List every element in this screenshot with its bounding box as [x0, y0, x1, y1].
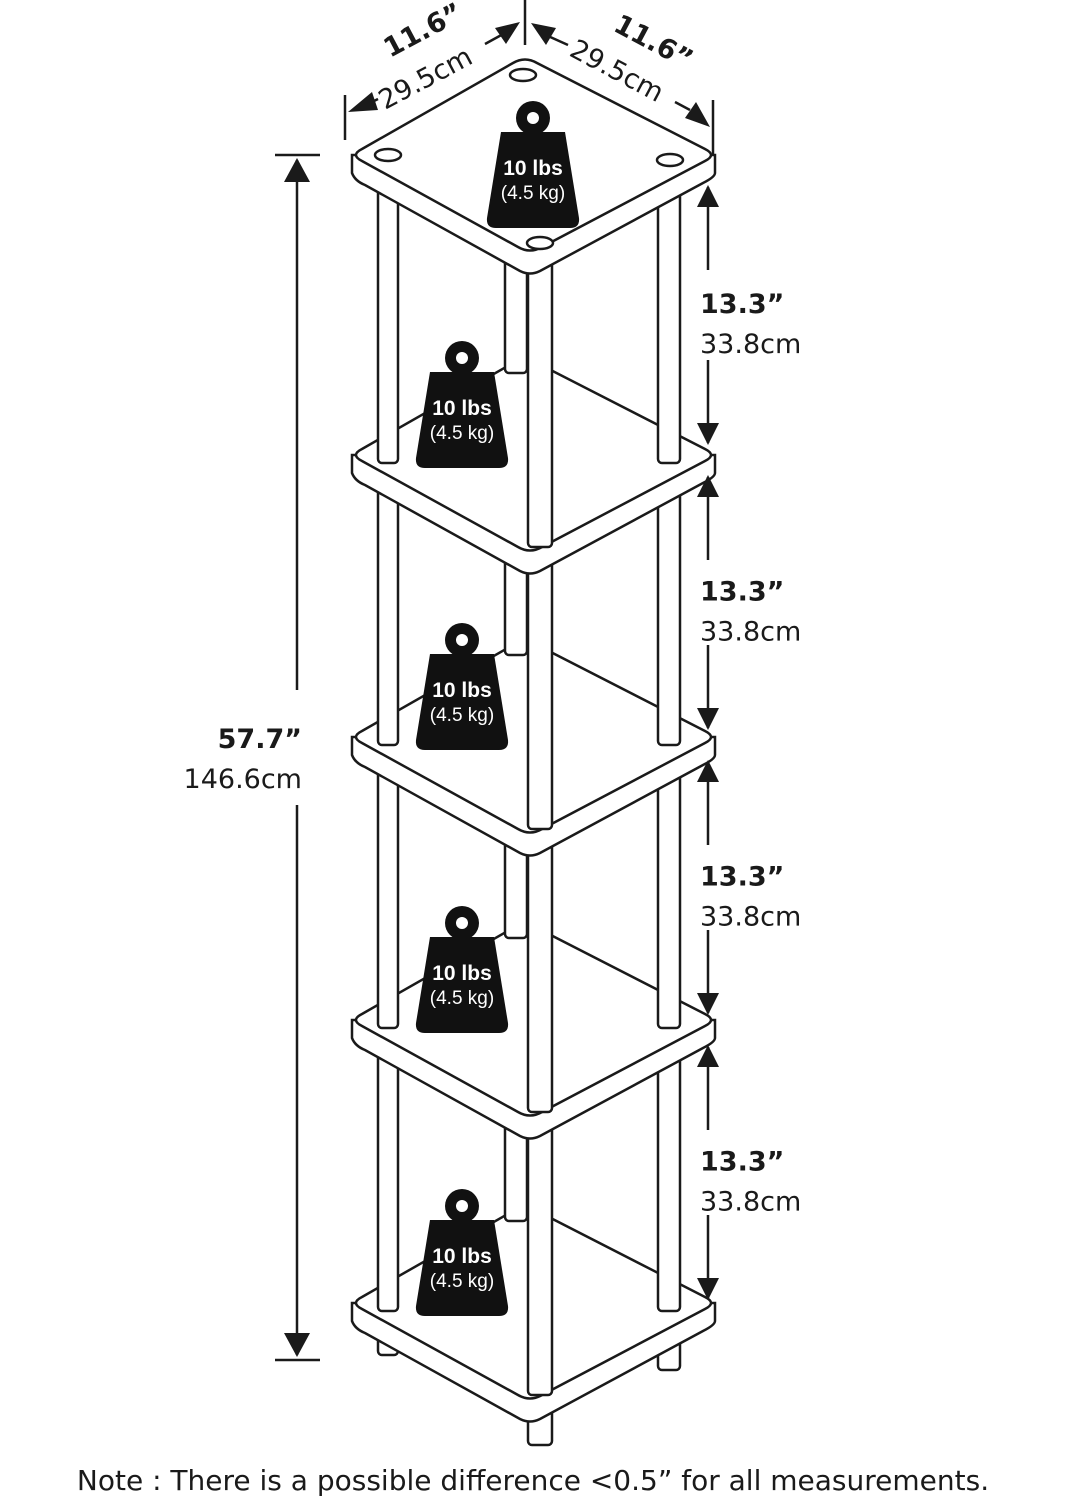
arrowhead-down [697, 1278, 719, 1300]
weight-lbs-label: 10 lbs [503, 157, 563, 180]
arrowhead-left [348, 92, 378, 112]
weight-hole [456, 1200, 468, 1212]
weight-kg-label: (4.5 kg) [430, 1271, 494, 1292]
post-front [526, 830, 554, 1114]
arrowhead-up [284, 158, 310, 182]
weight-icon: 10 lbs (4.5 kg) [415, 1189, 509, 1316]
weight-lbs-label: 10 lbs [432, 962, 492, 985]
arrowhead-up [697, 475, 719, 497]
arrowhead-down [284, 1333, 310, 1357]
post-front [526, 248, 554, 549]
tier-height-cm: 33.8cm [700, 617, 801, 648]
weight-lbs-label: 10 lbs [432, 397, 492, 420]
weight-icon: 10 lbs (4.5 kg) [486, 101, 580, 228]
post-hole [655, 152, 685, 168]
arrowhead-down [697, 708, 719, 730]
weight-icon: 10 lbs (4.5 kg) [415, 623, 509, 750]
arrowhead-right [495, 22, 520, 44]
weight-hole [456, 352, 468, 364]
tier-height-inches: 13.3” [700, 289, 784, 320]
post-hole [373, 147, 403, 163]
weight-body [486, 132, 580, 228]
depth-arrow-right [674, 100, 691, 112]
weight-icon: 10 lbs (4.5 kg) [415, 906, 509, 1033]
arrowhead-left [531, 23, 556, 45]
weight-kg-label: (4.5 kg) [430, 988, 494, 1009]
tier-height-cm: 33.8cm [700, 329, 801, 360]
tier-height-inches: 13.3” [700, 1147, 784, 1178]
arrowhead-down [697, 423, 719, 445]
post-front [526, 1113, 554, 1397]
weight-hole [456, 634, 468, 646]
weight-lbs-label: 10 lbs [432, 679, 492, 702]
weight-body [415, 654, 509, 750]
weight-body [415, 372, 509, 468]
arrowhead-up [697, 1045, 719, 1067]
tier-height-inches: 13.3” [700, 862, 784, 893]
tier-height-inches: 13.3” [700, 577, 784, 608]
arrowhead-up [697, 185, 719, 207]
weight-kg-label: (4.5 kg) [430, 705, 494, 726]
shelf-unit: 10 lbs (4.5 kg) 10 lbs (4.5 kg) 10 lbs (4.5 k… [350, 58, 717, 1447]
weight-icon: 10 lbs (4.5 kg) [415, 341, 509, 468]
weight-lbs-label: 10 lbs [432, 1245, 492, 1268]
arrowhead-down [697, 993, 719, 1015]
total-height-inches: 57.7” [218, 724, 302, 755]
weight-kg-label: (4.5 kg) [430, 423, 494, 444]
post-hole [525, 235, 555, 251]
post-hole [508, 67, 538, 83]
weight-body [415, 1220, 509, 1316]
arrowhead-up [697, 760, 719, 782]
weight-hole [527, 112, 539, 124]
depth-arrow-left [547, 34, 569, 47]
weight-hole [456, 917, 468, 929]
weight-body [415, 937, 509, 1033]
measurement-note: Note : There is a possible difference <0… [77, 1464, 989, 1497]
arrowhead-right [685, 102, 710, 127]
tier-height-cm: 33.8cm [700, 1187, 801, 1218]
post-front [526, 548, 554, 831]
weight-kg-label: (4.5 kg) [501, 183, 565, 204]
tier-height-cm: 33.8cm [700, 902, 801, 933]
total-height-cm: 146.6cm [184, 764, 302, 795]
